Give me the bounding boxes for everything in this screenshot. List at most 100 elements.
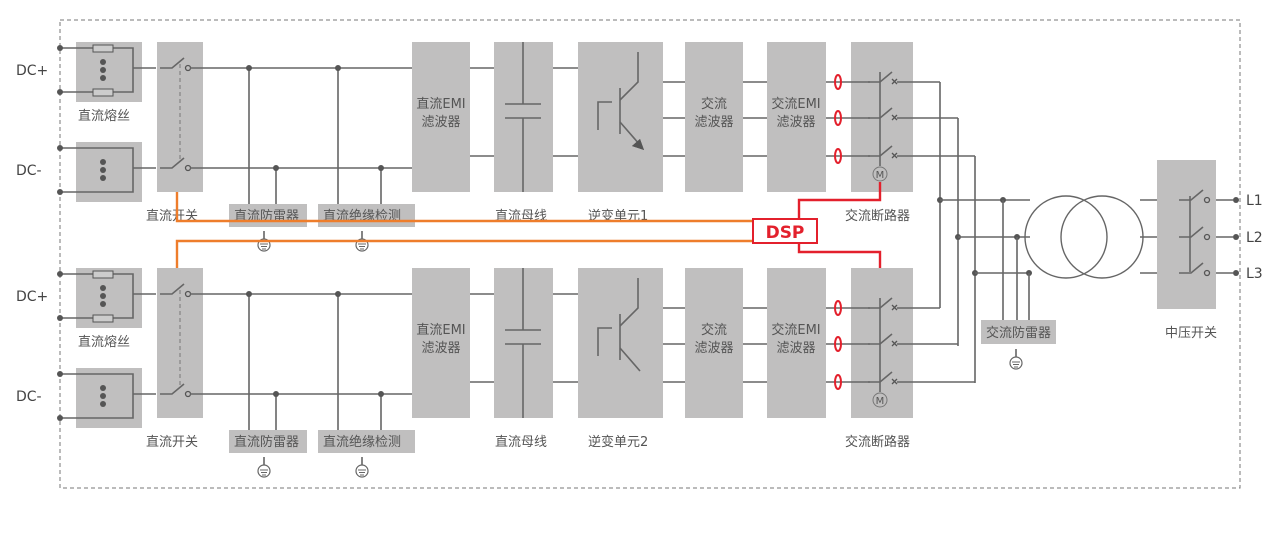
ac-emi-filter-block: [767, 268, 826, 418]
dsp-breaker-control-1: [797, 182, 882, 220]
dc-emi-label-2: 滤波器: [421, 341, 460, 356]
ac-breaker-label: 交流断路器: [845, 434, 910, 450]
ground-icon: [260, 243, 268, 250]
output-label-l3: L3: [1246, 266, 1263, 282]
ac-filter-label-2: 滤波器: [694, 341, 733, 356]
insulation-monitor-block: [318, 430, 415, 453]
junction-dot: [273, 165, 279, 171]
junction-dot: [57, 45, 63, 51]
junction-dot: [100, 301, 106, 307]
switch-contact-icon: [1203, 269, 1211, 277]
junction-dot: [57, 315, 63, 321]
junction-dot: [335, 291, 341, 297]
current-sensor-icon: [834, 374, 842, 390]
fuse-wire: [60, 373, 134, 419]
junction-dot: [378, 391, 384, 397]
insulation-monitor-label: 直流绝缘检测: [323, 434, 401, 450]
dsp-block: [752, 218, 818, 244]
ground-icon: [1009, 356, 1023, 370]
transformer-primary-icon: [1024, 195, 1108, 279]
igbt-arrow-icon: [632, 139, 644, 150]
ac-spd-block: [981, 320, 1056, 344]
inverter-unit-label: 逆变单元2: [588, 434, 648, 450]
junction-dot: [57, 271, 63, 277]
igbt-icon: [597, 327, 612, 356]
motor-icon: [872, 166, 888, 182]
switch-contact-icon: [1203, 233, 1211, 241]
breaker-contact-icon: [891, 340, 898, 347]
fuse-wire: [60, 147, 134, 193]
output-label-l2: L2: [1246, 230, 1263, 246]
current-sensor-icon: [834, 148, 842, 164]
dc-fuse-label: 直流熔丝: [78, 109, 130, 124]
mv-switch-label: 中压开关: [1165, 326, 1217, 341]
junction-dot: [100, 385, 106, 391]
breaker-contact-icon: [891, 152, 898, 159]
ac-filter-label: 交流: [701, 96, 727, 112]
motor-icon: [872, 392, 888, 408]
dc-fuse-block-negative: [76, 368, 142, 428]
ac-emi-label: 交流EMI: [771, 322, 820, 338]
dc-bus-label: 直流母线: [495, 435, 547, 450]
breaker-contact-icon: [891, 78, 898, 85]
dc-emi-filter-block: [412, 268, 470, 418]
fuse-icon: [92, 44, 114, 53]
junction-dot: [1233, 270, 1239, 276]
breaker-contact-icon: [891, 114, 898, 121]
current-sensor-icon: [834, 110, 842, 126]
switch-blade: [1179, 189, 1204, 201]
junction-dot: [378, 165, 384, 171]
junction-dot: [57, 415, 63, 421]
ac-emi-label-2: 滤波器: [776, 115, 815, 130]
switch-blade: [1179, 262, 1204, 274]
current-sensor-icon: [834, 336, 842, 352]
ac-filter-label: 交流: [701, 322, 727, 338]
switch-blade: [160, 157, 185, 169]
dc-switch-label: 直流开关: [146, 435, 198, 450]
dc-emi-filter-block: [412, 42, 470, 192]
switch-blade: [160, 283, 185, 295]
fuse-icon: [92, 270, 114, 279]
dc-fuse-block-negative: [76, 142, 142, 202]
junction-dot: [100, 59, 106, 65]
dc-emi-label: 直流EMI: [416, 323, 465, 338]
ac-filter-block: [685, 268, 743, 418]
junction-dot: [100, 175, 106, 181]
igbt-icon: [619, 347, 641, 372]
switch-contact-icon: [1203, 196, 1211, 204]
switch-blade: [160, 383, 185, 395]
ground-icon: [257, 464, 271, 478]
current-sensor-icon: [834, 74, 842, 90]
breaker-contact-icon: [891, 378, 898, 385]
system-boundary: [59, 19, 1241, 489]
dsp-label: DSP: [766, 223, 805, 243]
junction-dot: [57, 145, 63, 151]
junction-dot: [100, 293, 106, 299]
fuse-icon: [92, 88, 114, 97]
ac-emi-label-2: 滤波器: [776, 341, 815, 356]
ground-icon: [358, 469, 366, 476]
junction-dot: [57, 371, 63, 377]
switch-blade: [1179, 226, 1204, 238]
ac-filter-label-2: 滤波器: [694, 115, 733, 130]
motor-label: M: [876, 396, 885, 407]
junction-dot: [1233, 197, 1239, 203]
ground-icon: [260, 469, 268, 476]
junction-dot: [57, 189, 63, 195]
ac-emi-label: 交流EMI: [771, 96, 820, 112]
junction-dot: [100, 285, 106, 291]
junction-dot: [100, 401, 106, 407]
ac-emi-filter-block: [767, 42, 826, 192]
fuse-icon: [92, 314, 114, 323]
ac-filter-block: [685, 42, 743, 192]
dc-emi-label-2: 滤波器: [421, 115, 460, 130]
junction-dot: [246, 65, 252, 71]
igbt-icon: [597, 101, 612, 130]
motor-label: M: [876, 170, 885, 181]
junction-dot: [100, 167, 106, 173]
ground-icon: [1012, 361, 1020, 368]
inverter-branch-1: DC+DC-直流熔丝直流开关直流防雷器直流绝缘检测直流EMI滤波器交流滤波器交流…: [16, 42, 975, 252]
dc-minus-label: DC-: [16, 163, 42, 179]
dc-spd-label: 直流防雷器: [234, 434, 299, 450]
junction-dot: [273, 391, 279, 397]
